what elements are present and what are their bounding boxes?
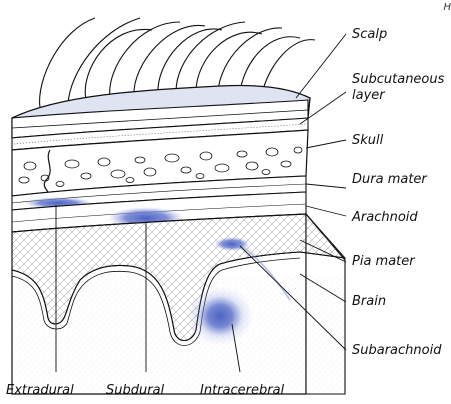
label-skull: Skull xyxy=(352,133,383,148)
label-subarachnoid: Subarachnoid xyxy=(352,343,441,358)
label-subcutaneous: Subcutaneous xyxy=(352,72,444,87)
label-subcutaneous-layer: layer xyxy=(352,88,385,103)
label-scalp: Scalp xyxy=(352,27,387,42)
label-subdural: Subdural xyxy=(106,383,164,398)
label-arachnoid: Arachnoid xyxy=(352,210,418,225)
label-intracerebral: Intracerebral xyxy=(200,383,284,398)
label-extradural: Extradural xyxy=(6,383,74,398)
corner-mark: H xyxy=(443,2,451,13)
label-dura-mater: Dura mater xyxy=(352,172,427,187)
label-brain: Brain xyxy=(352,294,386,309)
label-pia-mater: Pia mater xyxy=(352,254,415,269)
